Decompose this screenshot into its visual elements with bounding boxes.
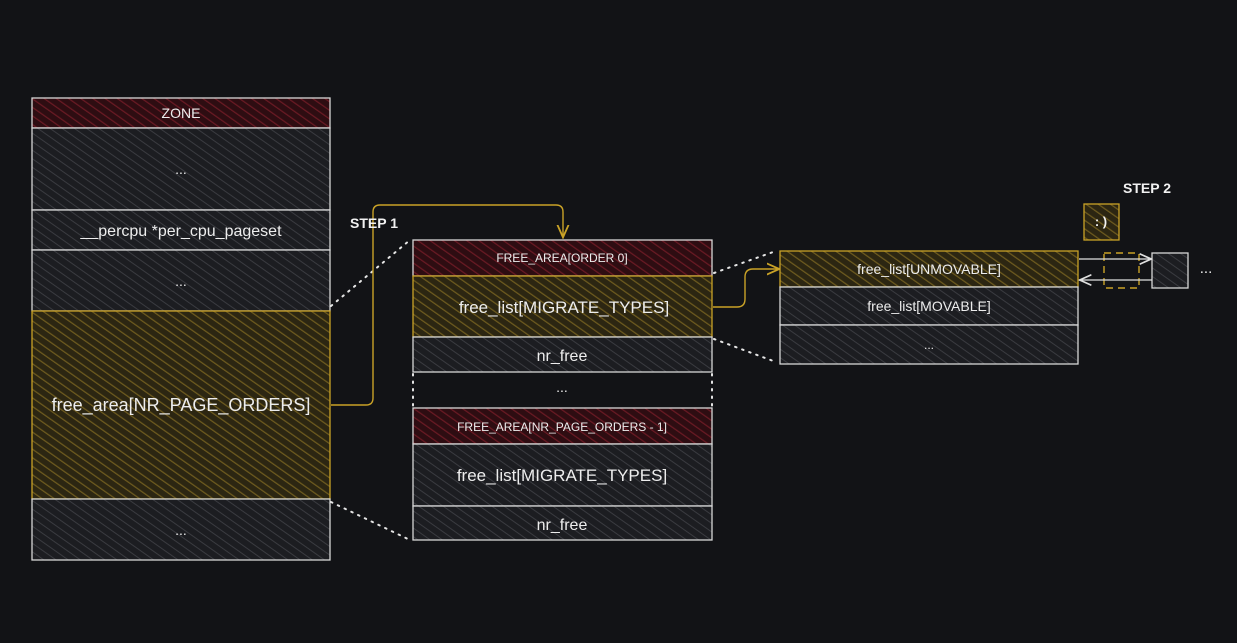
free-area-order-0-title: FREE_AREA[ORDER 0]	[496, 251, 627, 265]
zone-title: ZONE	[162, 105, 201, 121]
zone-row-ellipsis-2	[31, 249, 331, 312]
zone-header-cell	[31, 97, 331, 129]
smiley-label: : )	[1095, 214, 1107, 229]
dotted-connector-freelist-top	[713, 250, 777, 274]
zone-row-percpu	[31, 209, 331, 251]
free-list-more-label: ...	[924, 338, 934, 352]
list-more-ellipsis: ...	[1200, 260, 1213, 277]
free-area-order-0-nr-free-label: nr_free	[537, 348, 588, 365]
zone-row-ellipsis-1	[31, 127, 331, 211]
free-list-movable-label: free_list[MOVABLE]	[867, 298, 990, 314]
gap-ellipsis: ...	[556, 379, 568, 395]
zone-row-free-area-label: free_area[NR_PAGE_ORDERS]	[52, 395, 311, 416]
free-area-order-last-title: FREE_AREA[NR_PAGE_ORDERS - 1]	[457, 420, 667, 434]
zone-row-ellipsis-3	[31, 498, 331, 561]
step1-label: STEP 1	[350, 215, 398, 231]
dotted-connector-bottom	[330, 501, 411, 541]
free-area-order-0: FREE_AREA[ORDER 0] free_list[MIGRATE_TYP…	[412, 239, 713, 373]
free-area-order-0-free-list	[412, 275, 713, 338]
step2-label: STEP 2	[1123, 180, 1171, 196]
step1-arrow	[331, 204, 563, 406]
dotted-connector-freelist-bottom	[713, 338, 777, 363]
free-list-unmovable	[779, 250, 1079, 288]
zone-row-free-area	[31, 310, 331, 500]
free-area-order-last-free-list	[412, 443, 713, 507]
removed-page-dashed	[1103, 252, 1140, 289]
zone-row-ellipsis-2-label: ...	[175, 273, 187, 289]
free-list-unmovable-label: free_list[UNMOVABLE]	[857, 261, 1001, 277]
free-area-order-0-header	[412, 239, 713, 277]
free-list-movable	[779, 286, 1079, 326]
free-list-array: free_list[UNMOVABLE] free_list[MOVABLE] …	[779, 250, 1079, 365]
free-area-order-last-nr-free	[412, 505, 713, 541]
freelist-pointer-arrow	[713, 269, 778, 308]
free-area-order-last: FREE_AREA[NR_PAGE_ORDERS - 1] free_list[…	[412, 407, 713, 541]
zone-row-ellipsis-3-label: ...	[175, 522, 187, 538]
free-area-order-last-free-list-label: free_list[MIGRATE_TYPES]	[457, 466, 667, 485]
free-list-more	[779, 324, 1079, 365]
free-area-order-0-nr-free	[412, 336, 713, 373]
dotted-connector-top	[330, 239, 411, 307]
smiley-box	[1083, 203, 1120, 241]
next-page-box	[1151, 252, 1189, 289]
free-area-order-last-nr-free-label: nr_free	[537, 517, 588, 534]
zone-struct: ZONE ... __percpu *per_cpu_pageset ... f…	[31, 97, 331, 561]
zone-row-ellipsis-1-label: ...	[175, 161, 187, 177]
free-area-order-0-free-list-label: free_list[MIGRATE_TYPES]	[459, 298, 669, 317]
zone-row-percpu-label: __percpu *per_cpu_pageset	[79, 223, 282, 240]
